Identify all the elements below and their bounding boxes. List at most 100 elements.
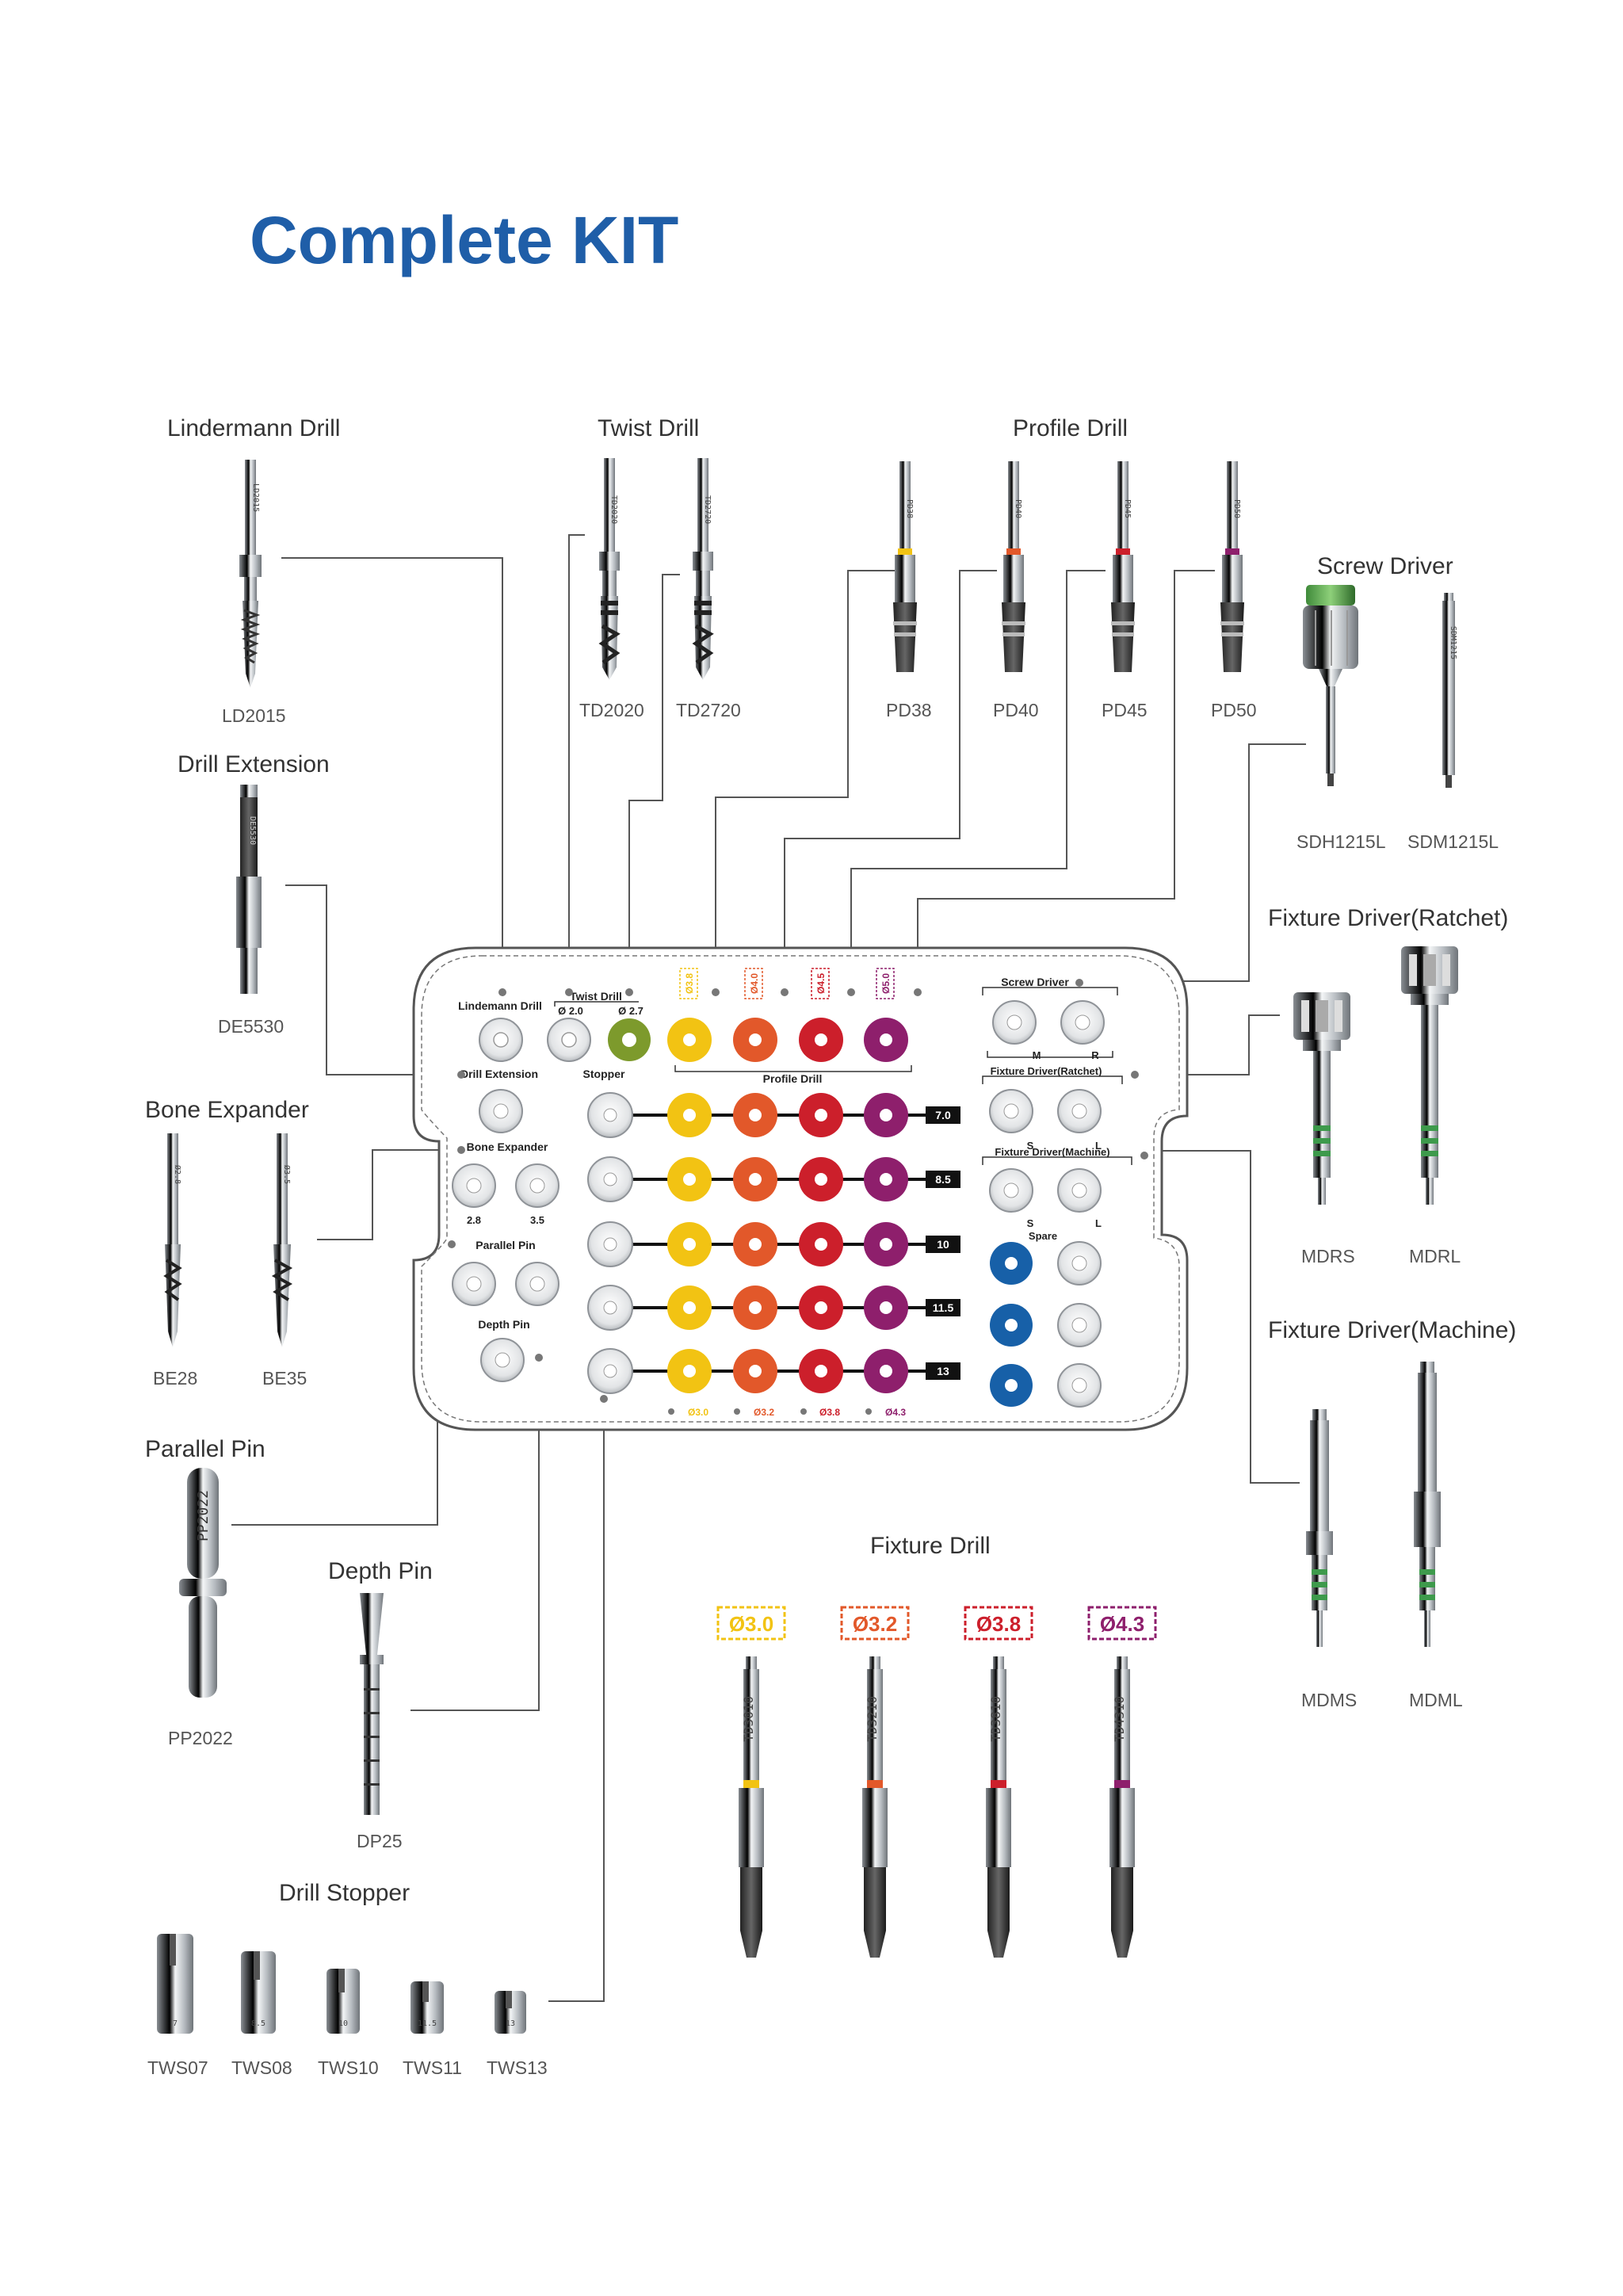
svg-text:11.5: 11.5 bbox=[418, 2019, 437, 2028]
tray-slot-pd50 bbox=[864, 1018, 908, 1062]
tray-bottom-diameters: Ø3.0 Ø3.2 Ø3.8 Ø4.3 bbox=[668, 1407, 906, 1418]
bone-expander-images: Ø2.8 Ø3.5 bbox=[163, 1133, 293, 1347]
tray-slot-fixture-drill bbox=[864, 1157, 908, 1201]
svg-text:TD2720: TD2720 bbox=[703, 495, 712, 524]
tray-slot-fixture-drill bbox=[733, 1093, 777, 1137]
tray-depth-label: 10 bbox=[937, 1238, 949, 1251]
code-tws10: TWS10 bbox=[318, 2057, 379, 2078]
screw-driver-heading: Screw Driver bbox=[1317, 553, 1453, 579]
tray-slot-pp-1 bbox=[452, 1262, 496, 1306]
page-title: Complete KIT bbox=[250, 203, 679, 277]
code-mdrl: MDRL bbox=[1409, 1246, 1461, 1266]
tray-label-profile-drill: Profile Drill bbox=[763, 1072, 823, 1085]
svg-text:TD3810: TD3810 bbox=[988, 1696, 1003, 1742]
svg-text:PP2022: PP2022 bbox=[195, 1490, 212, 1541]
tray-slot-fixture-drill bbox=[667, 1157, 712, 1201]
tray-depth-label: 8.5 bbox=[935, 1173, 951, 1186]
tray-slot-fixture-drill bbox=[733, 1222, 777, 1266]
code-tws13: TWS13 bbox=[487, 2057, 548, 2078]
code-sdh1215l: SDH1215L bbox=[1296, 831, 1386, 852]
tray-twist-d2: Ø 2.7 bbox=[618, 1005, 643, 1017]
code-td2720: TD2720 bbox=[676, 700, 741, 720]
fixture-drill-heading: Fixture Drill bbox=[870, 1533, 991, 1559]
tray-label-stopper: Stopper bbox=[583, 1068, 625, 1080]
tray-slot-sd-r bbox=[1060, 1000, 1105, 1045]
tray-label-depth-pin: Depth Pin bbox=[478, 1318, 529, 1331]
tray-slot-drill-extension bbox=[479, 1089, 523, 1133]
fixture-driver-machine-images bbox=[1306, 1362, 1441, 1647]
depth-pin-heading: Depth Pin bbox=[328, 1558, 433, 1584]
tray-profile-badges: Ø3.8 Ø4.0 Ø4.5 Ø5.0 bbox=[679, 968, 895, 999]
code-pp2022: PP2022 bbox=[168, 1728, 233, 1748]
tray-depth-tag bbox=[926, 1236, 960, 1253]
tray-label-bone-expander: Bone Expander bbox=[467, 1140, 548, 1153]
tray-slot-twist-27 bbox=[608, 1018, 651, 1061]
svg-text:DE5530: DE5530 bbox=[248, 816, 257, 845]
tray-slot-stopper bbox=[587, 1285, 633, 1331]
tray-label-parallel-pin: Parallel Pin bbox=[475, 1239, 535, 1251]
drill-extension-heading: Drill Extension bbox=[178, 751, 330, 777]
tray-slot-fixture-drill bbox=[733, 1286, 777, 1330]
tray-slot-lindemann bbox=[479, 1018, 523, 1062]
svg-text:PD45: PD45 bbox=[1123, 499, 1132, 518]
svg-text:Ø4.0: Ø4.0 bbox=[749, 973, 760, 994]
svg-text:10: 10 bbox=[338, 2019, 348, 2028]
tray-slot-pd38 bbox=[667, 1018, 712, 1062]
lindemann-drill-heading: Lindermann Drill bbox=[167, 415, 341, 441]
tray-slot-fixture-drill bbox=[667, 1093, 712, 1137]
code-tws07: TWS07 bbox=[147, 2057, 208, 2078]
fixture-drill-images: TD3010 TD3210 TD3810 TD431 bbox=[739, 1656, 1135, 1958]
svg-text:8.5: 8.5 bbox=[251, 2019, 265, 2028]
tray-slot-be28 bbox=[452, 1163, 496, 1208]
tray-label-drill-extension: Drill Extension bbox=[460, 1068, 538, 1080]
code-pd50: PD50 bbox=[1211, 700, 1257, 720]
tray-slot-fixture-drill bbox=[864, 1349, 908, 1393]
code-mdml: MDML bbox=[1409, 1690, 1463, 1710]
svg-text:Ø4.3: Ø4.3 bbox=[885, 1407, 906, 1418]
fixture-driver-machine-heading: Fixture Driver(Machine) bbox=[1268, 1317, 1517, 1343]
svg-text:Ø3.8: Ø3.8 bbox=[684, 973, 695, 994]
drill-stopper-heading: Drill Stopper bbox=[279, 1880, 411, 1906]
depth-pin-image bbox=[360, 1593, 384, 1815]
svg-text:PD50: PD50 bbox=[1232, 499, 1241, 518]
tray-slot-fixture-drill bbox=[799, 1093, 843, 1137]
screw-driver-images: SDM1215 bbox=[1303, 585, 1457, 788]
tray-slot-fixture-drill bbox=[667, 1349, 712, 1393]
tray-slot-pd40 bbox=[733, 1018, 777, 1062]
profile-drill-images: PD38 PD40 PD45 PD50 bbox=[893, 461, 1244, 672]
twist-drill-images: TD2020 TD2720 bbox=[598, 458, 714, 680]
tray-slot-depth-pin bbox=[480, 1338, 525, 1382]
svg-text:13: 13 bbox=[506, 2019, 515, 2028]
code-pd38: PD38 bbox=[886, 700, 932, 720]
code-ld2015: LD2015 bbox=[222, 705, 286, 726]
tray-slot-fixture-drill bbox=[667, 1222, 712, 1266]
tray-slot-fixture-drill bbox=[667, 1286, 712, 1330]
svg-text:Ø3.2: Ø3.2 bbox=[853, 1612, 897, 1636]
svg-text:Ø3.0: Ø3.0 bbox=[688, 1407, 708, 1418]
tray-slot-spare-1 bbox=[1057, 1241, 1102, 1286]
tray-label-screw-driver: Screw Driver bbox=[1001, 976, 1069, 988]
svg-text:TD3010: TD3010 bbox=[741, 1696, 756, 1742]
tray-label-twist: Twist Drill bbox=[570, 990, 622, 1003]
tray-slot-blue-2 bbox=[990, 1304, 1033, 1347]
svg-text:Ø3.5: Ø3.5 bbox=[282, 1165, 292, 1184]
tray-slot-stopper bbox=[587, 1221, 633, 1267]
code-td2020: TD2020 bbox=[579, 700, 644, 720]
tray-slot-pp-2 bbox=[515, 1262, 559, 1306]
drill-extension-image: DE5530 bbox=[236, 785, 262, 994]
tray-depth-label: 13 bbox=[937, 1365, 949, 1377]
tray-depth-label: 11.5 bbox=[933, 1301, 954, 1314]
tray-slot-sd-m bbox=[992, 1000, 1037, 1045]
svg-text:PD38: PD38 bbox=[905, 499, 914, 518]
tray-slot-fixture-drill bbox=[733, 1157, 777, 1201]
tray-slot-stopper bbox=[587, 1156, 633, 1202]
tray-ratchet-l: L bbox=[1095, 1140, 1102, 1152]
code-mdms: MDMS bbox=[1301, 1690, 1358, 1710]
tray-sd-r: R bbox=[1091, 1049, 1099, 1061]
code-be35: BE35 bbox=[262, 1368, 307, 1389]
tray-be-size-28: 2.8 bbox=[467, 1214, 481, 1226]
tray-slot-machine-s bbox=[989, 1168, 1033, 1213]
twist-drill-heading: Twist Drill bbox=[598, 415, 700, 441]
